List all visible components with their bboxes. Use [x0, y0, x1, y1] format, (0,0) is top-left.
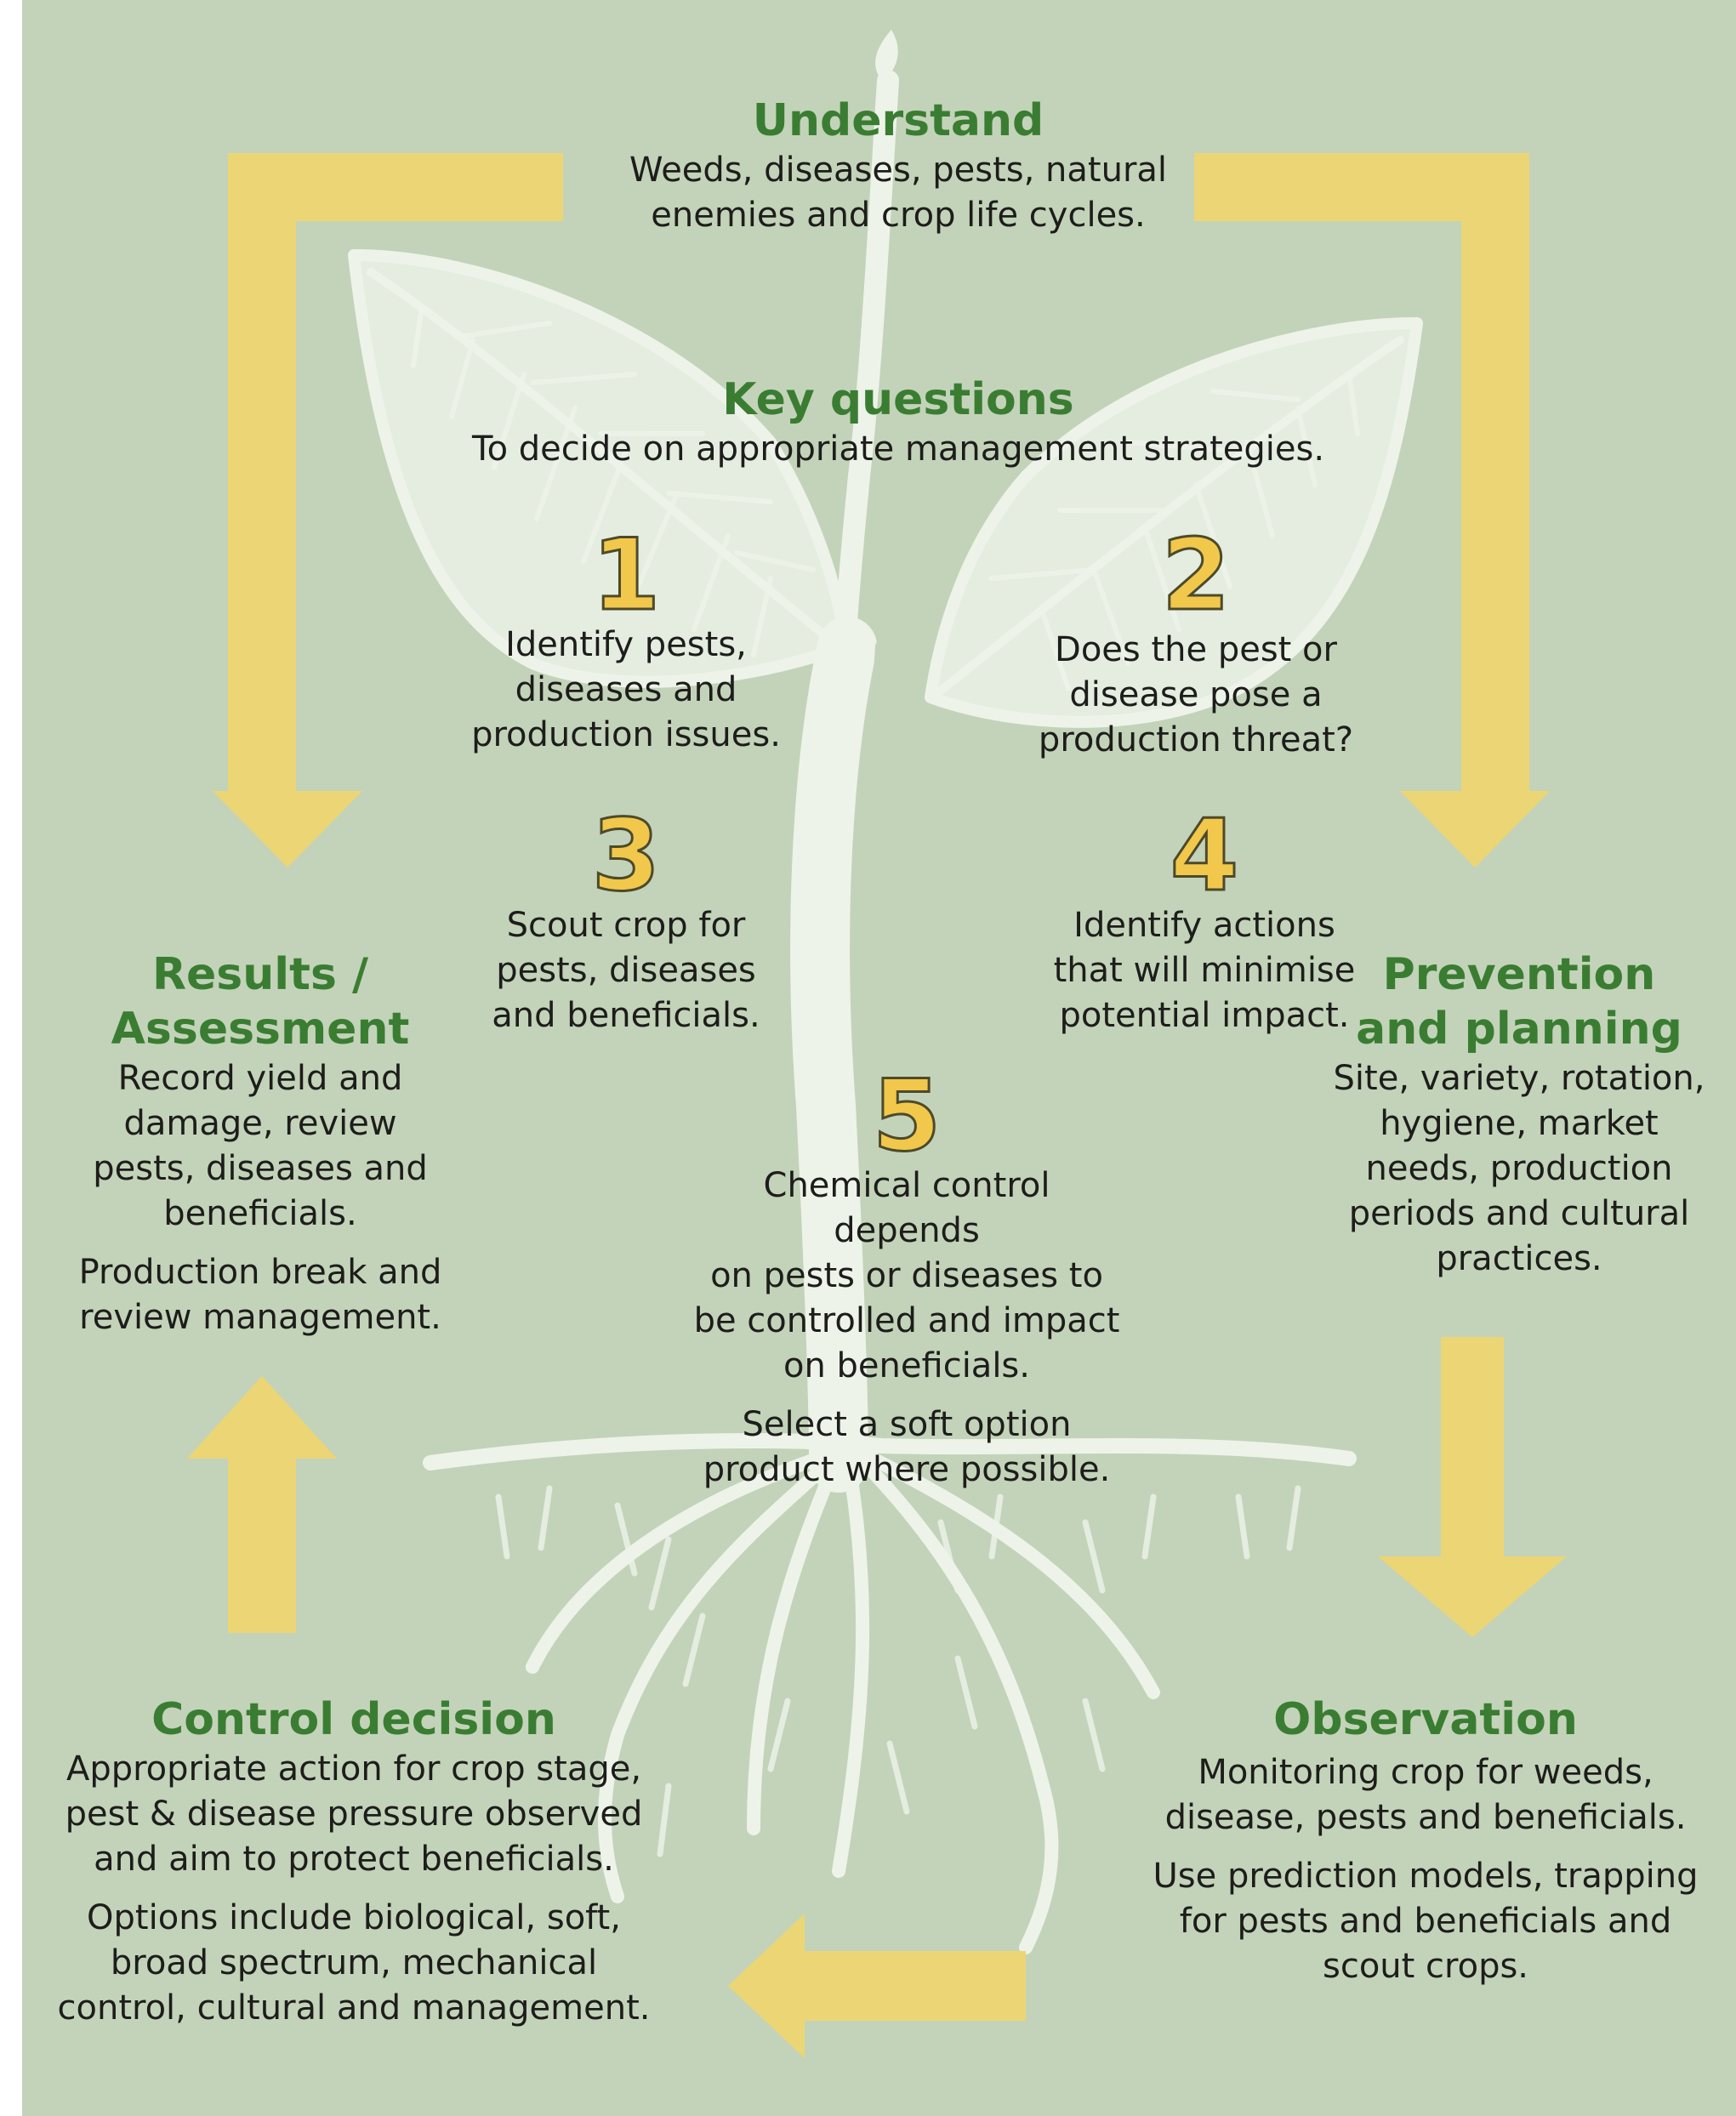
- text-line: production issues.: [447, 713, 805, 758]
- text-line: pests, diseases: [447, 948, 805, 993]
- text-line: beneficials.: [56, 1192, 464, 1237]
- text-line: diseases and: [447, 668, 805, 713]
- results-assessment-section: Results / Assessment Record yield and da…: [56, 947, 464, 1340]
- heading-line: Prevention: [1306, 947, 1732, 1002]
- text-line: Production break and: [56, 1250, 464, 1295]
- text-line: production threat?: [1017, 718, 1375, 763]
- text-line: Appropriate action for crop stage,: [48, 1747, 660, 1792]
- arrow-observation-to-control: [728, 1914, 1026, 2058]
- text-line: needs, production: [1306, 1146, 1732, 1192]
- question-3: 3 Scout crop for pests, diseases and ben…: [447, 810, 805, 1038]
- understand-heading: Understand: [600, 94, 1196, 148]
- text-line: Chemical control depends: [686, 1163, 1128, 1254]
- prevention-text: Site, variety, rotation, hygiene, market…: [1306, 1056, 1732, 1282]
- text-line: pest & disease pressure observed: [48, 1792, 660, 1837]
- text-line: disease pose a: [1017, 673, 1375, 718]
- text-line: and beneficials.: [447, 993, 805, 1038]
- text-line: To decide on appropriate management stra…: [447, 427, 1349, 472]
- prevention-planning-section: Prevention and planning Site, variety, r…: [1306, 947, 1732, 1282]
- question-number: 3: [447, 810, 805, 903]
- text-line: scout crops.: [1128, 1944, 1723, 1989]
- question-number: 5: [686, 1070, 1128, 1163]
- heading-line: and planning: [1306, 1002, 1732, 1056]
- question-number: 1: [447, 529, 805, 623]
- prevention-heading: Prevention and planning: [1306, 947, 1732, 1056]
- arrow-control-to-results: [187, 1376, 337, 1633]
- question-text: Chemical control depends on pests or dis…: [686, 1163, 1128, 1389]
- control-heading: Control decision: [48, 1692, 660, 1747]
- question-text: Scout crop for pests, diseases and benef…: [447, 903, 805, 1038]
- observation-section: Observation Monitoring crop for weeds, d…: [1128, 1692, 1723, 1989]
- understand-section: Understand Weeds, diseases, pests, natur…: [600, 94, 1196, 238]
- ipm-cycle-panel: Understand Weeds, diseases, pests, natur…: [22, 0, 1736, 2116]
- question-number: 4: [1017, 810, 1392, 903]
- text-line: Record yield and: [56, 1056, 464, 1101]
- text-line: Options include biological, soft,: [48, 1896, 660, 1941]
- question-5: 5 Chemical control depends on pests or d…: [686, 1070, 1128, 1493]
- results-heading: Results / Assessment: [56, 947, 464, 1056]
- key-questions-text: To decide on appropriate management stra…: [447, 427, 1349, 472]
- text-line: Monitoring crop for weeds,: [1128, 1750, 1723, 1795]
- heading-line: Assessment: [56, 1002, 464, 1056]
- text-line: pests, diseases and: [56, 1146, 464, 1192]
- key-questions-heading: Key questions: [447, 373, 1349, 427]
- text-line: Scout crop for: [447, 903, 805, 948]
- observation-heading: Observation: [1128, 1692, 1723, 1747]
- control-decision-section: Control decision Appropriate action for …: [48, 1692, 660, 2031]
- text-line: enemies and crop life cycles.: [600, 193, 1196, 238]
- text-line: Select a soft option: [686, 1402, 1128, 1448]
- arrow-prevention-to-observation: [1378, 1337, 1567, 1637]
- text-line: on beneficials.: [686, 1344, 1128, 1389]
- text-line: and aim to protect beneficials.: [48, 1837, 660, 1882]
- text-line: Site, variety, rotation,: [1306, 1056, 1732, 1101]
- observation-text: Monitoring crop for weeds, disease, pest…: [1128, 1750, 1723, 1840]
- text-line: Weeds, diseases, pests, natural: [600, 148, 1196, 193]
- text-line: practices.: [1306, 1237, 1732, 1282]
- text-line: review management.: [56, 1295, 464, 1340]
- text-line: on pests or diseases to: [686, 1254, 1128, 1299]
- question-text-secondary: Select a soft option product where possi…: [686, 1402, 1128, 1493]
- results-text-secondary: Production break and review management.: [56, 1250, 464, 1340]
- text-line: Does the pest or: [1017, 628, 1375, 673]
- text-line: broad spectrum, mechanical: [48, 1941, 660, 1986]
- text-line: for pests and beneficials and: [1128, 1899, 1723, 1944]
- question-1: 1 Identify pests, diseases and productio…: [447, 529, 805, 758]
- question-text: Identify pests, diseases and production …: [447, 623, 805, 758]
- understand-text: Weeds, diseases, pests, natural enemies …: [600, 148, 1196, 238]
- text-line: Use prediction models, trapping: [1128, 1854, 1723, 1899]
- text-line: Identify pests,: [447, 623, 805, 668]
- text-line: Identify actions: [1017, 903, 1392, 948]
- question-2: 2 Does the pest or disease pose a produc…: [1017, 529, 1375, 763]
- observation-text-secondary: Use prediction models, trapping for pest…: [1128, 1854, 1723, 1989]
- text-line: product where possible.: [686, 1448, 1128, 1493]
- key-questions-section: Key questions To decide on appropriate m…: [447, 373, 1349, 472]
- control-text-secondary: Options include biological, soft, broad …: [48, 1896, 660, 2031]
- text-line: damage, review: [56, 1101, 464, 1146]
- text-line: disease, pests and beneficials.: [1128, 1795, 1723, 1840]
- question-number: 2: [1017, 529, 1375, 623]
- control-text: Appropriate action for crop stage, pest …: [48, 1747, 660, 1882]
- text-line: periods and cultural: [1306, 1192, 1732, 1237]
- results-text: Record yield and damage, review pests, d…: [56, 1056, 464, 1237]
- text-line: be controlled and impact: [686, 1299, 1128, 1344]
- text-line: control, cultural and management.: [48, 1986, 660, 2031]
- question-text: Does the pest or disease pose a producti…: [1017, 628, 1375, 763]
- text-line: hygiene, market: [1306, 1101, 1732, 1146]
- heading-line: Results /: [56, 947, 464, 1002]
